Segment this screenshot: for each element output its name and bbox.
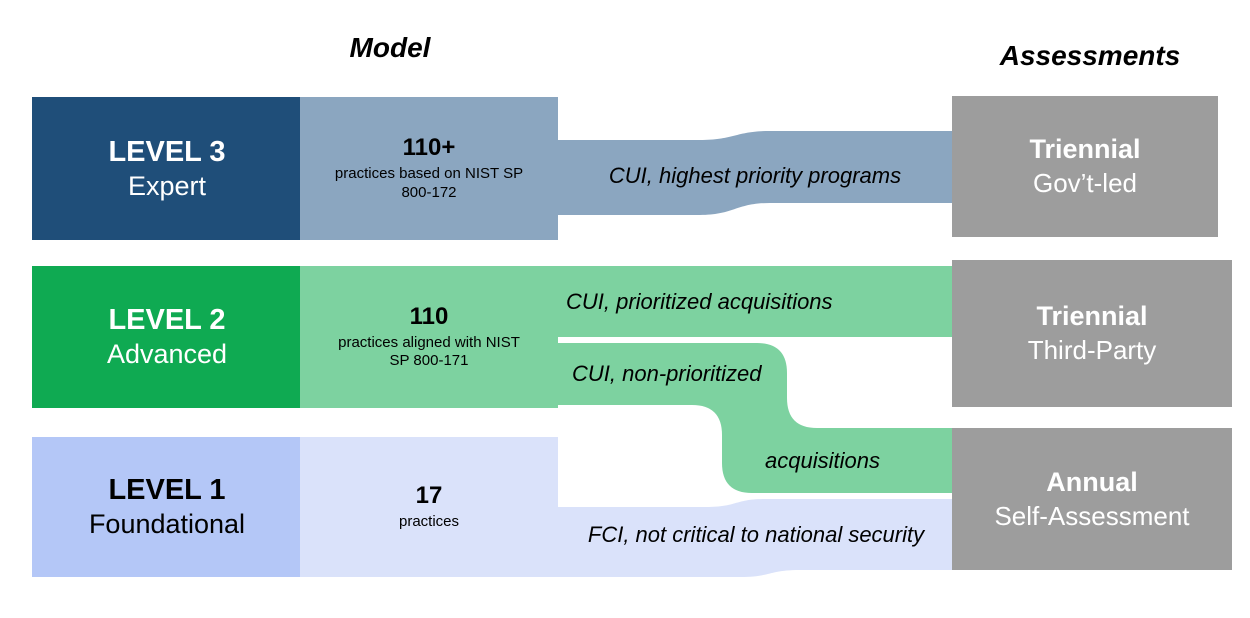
- level1-assessment-name: Annual: [1046, 466, 1138, 497]
- flow-label-level2-nonprioritized: CUI, non-prioritized: [572, 361, 762, 386]
- level2-assessment-box: Triennial Third-Party: [952, 260, 1232, 407]
- flow-label-level2-prioritized: CUI, prioritized acquisitions: [566, 288, 833, 314]
- level1-name: LEVEL 1: [108, 474, 226, 507]
- level1-subtitle: Foundational: [88, 509, 246, 540]
- flow-ribbon-level2-prioritized-icon: [553, 266, 952, 337]
- level2-assessment-name: Triennial: [1036, 301, 1148, 332]
- level2-name: LEVEL 2: [108, 304, 226, 337]
- level3-assessment-name: Triennial: [1029, 134, 1141, 165]
- level1-box: LEVEL 1 Foundational: [32, 437, 302, 577]
- level3-practices-desc-line1: practices based on NIST SP: [334, 165, 524, 183]
- level3-assessment-box: Triennial Gov’t-led: [952, 96, 1218, 237]
- flow-ribbon-level3-icon: [553, 131, 952, 215]
- level1-practices-box: 17 practices: [300, 437, 558, 577]
- level3-practices-count: 110+: [402, 134, 456, 162]
- flow-label-level2-acquisitions: acquisitions: [765, 447, 880, 473]
- level1-practices-count: 17: [415, 482, 443, 510]
- level2-practices-desc-line2: SP 800-171: [389, 352, 469, 370]
- model-column-title: Model: [349, 32, 431, 63]
- level1-assessment-box: Annual Self-Assessment: [952, 428, 1232, 570]
- level2-practices-box: 110 practices aligned with NIST SP 800-1…: [300, 266, 558, 408]
- flow-ribbon-level2-nonprioritized-icon: [553, 343, 952, 493]
- level2-practices-desc-line1: practices aligned with NIST: [338, 333, 520, 351]
- level3-name: LEVEL 3: [108, 135, 226, 168]
- level3-practices-box: 110+ practices based on NIST SP 800-172: [300, 97, 558, 240]
- flow-label-level3: CUI, highest priority programs: [608, 163, 902, 188]
- level3-subtitle: Expert: [127, 170, 207, 201]
- flow-label-level1: FCI, not critical to national security: [587, 521, 925, 547]
- level3-assessment-subtitle: Gov’t-led: [1032, 168, 1138, 199]
- level2-box: LEVEL 2 Advanced: [32, 266, 302, 408]
- level3-box: LEVEL 3 Expert: [32, 97, 302, 240]
- level2-practices-count: 110: [409, 302, 449, 330]
- level1-assessment-subtitle: Self-Assessment: [994, 500, 1190, 531]
- assessments-column-title: Assessments: [999, 40, 1181, 71]
- level3-practices-desc-line2: 800-172: [401, 183, 457, 201]
- level2-assessment-subtitle: Third-Party: [1027, 335, 1157, 366]
- level1-practices-desc-line1: practices: [398, 513, 460, 531]
- flow-ribbon-level1-icon: [553, 499, 952, 577]
- level2-subtitle: Advanced: [106, 339, 228, 370]
